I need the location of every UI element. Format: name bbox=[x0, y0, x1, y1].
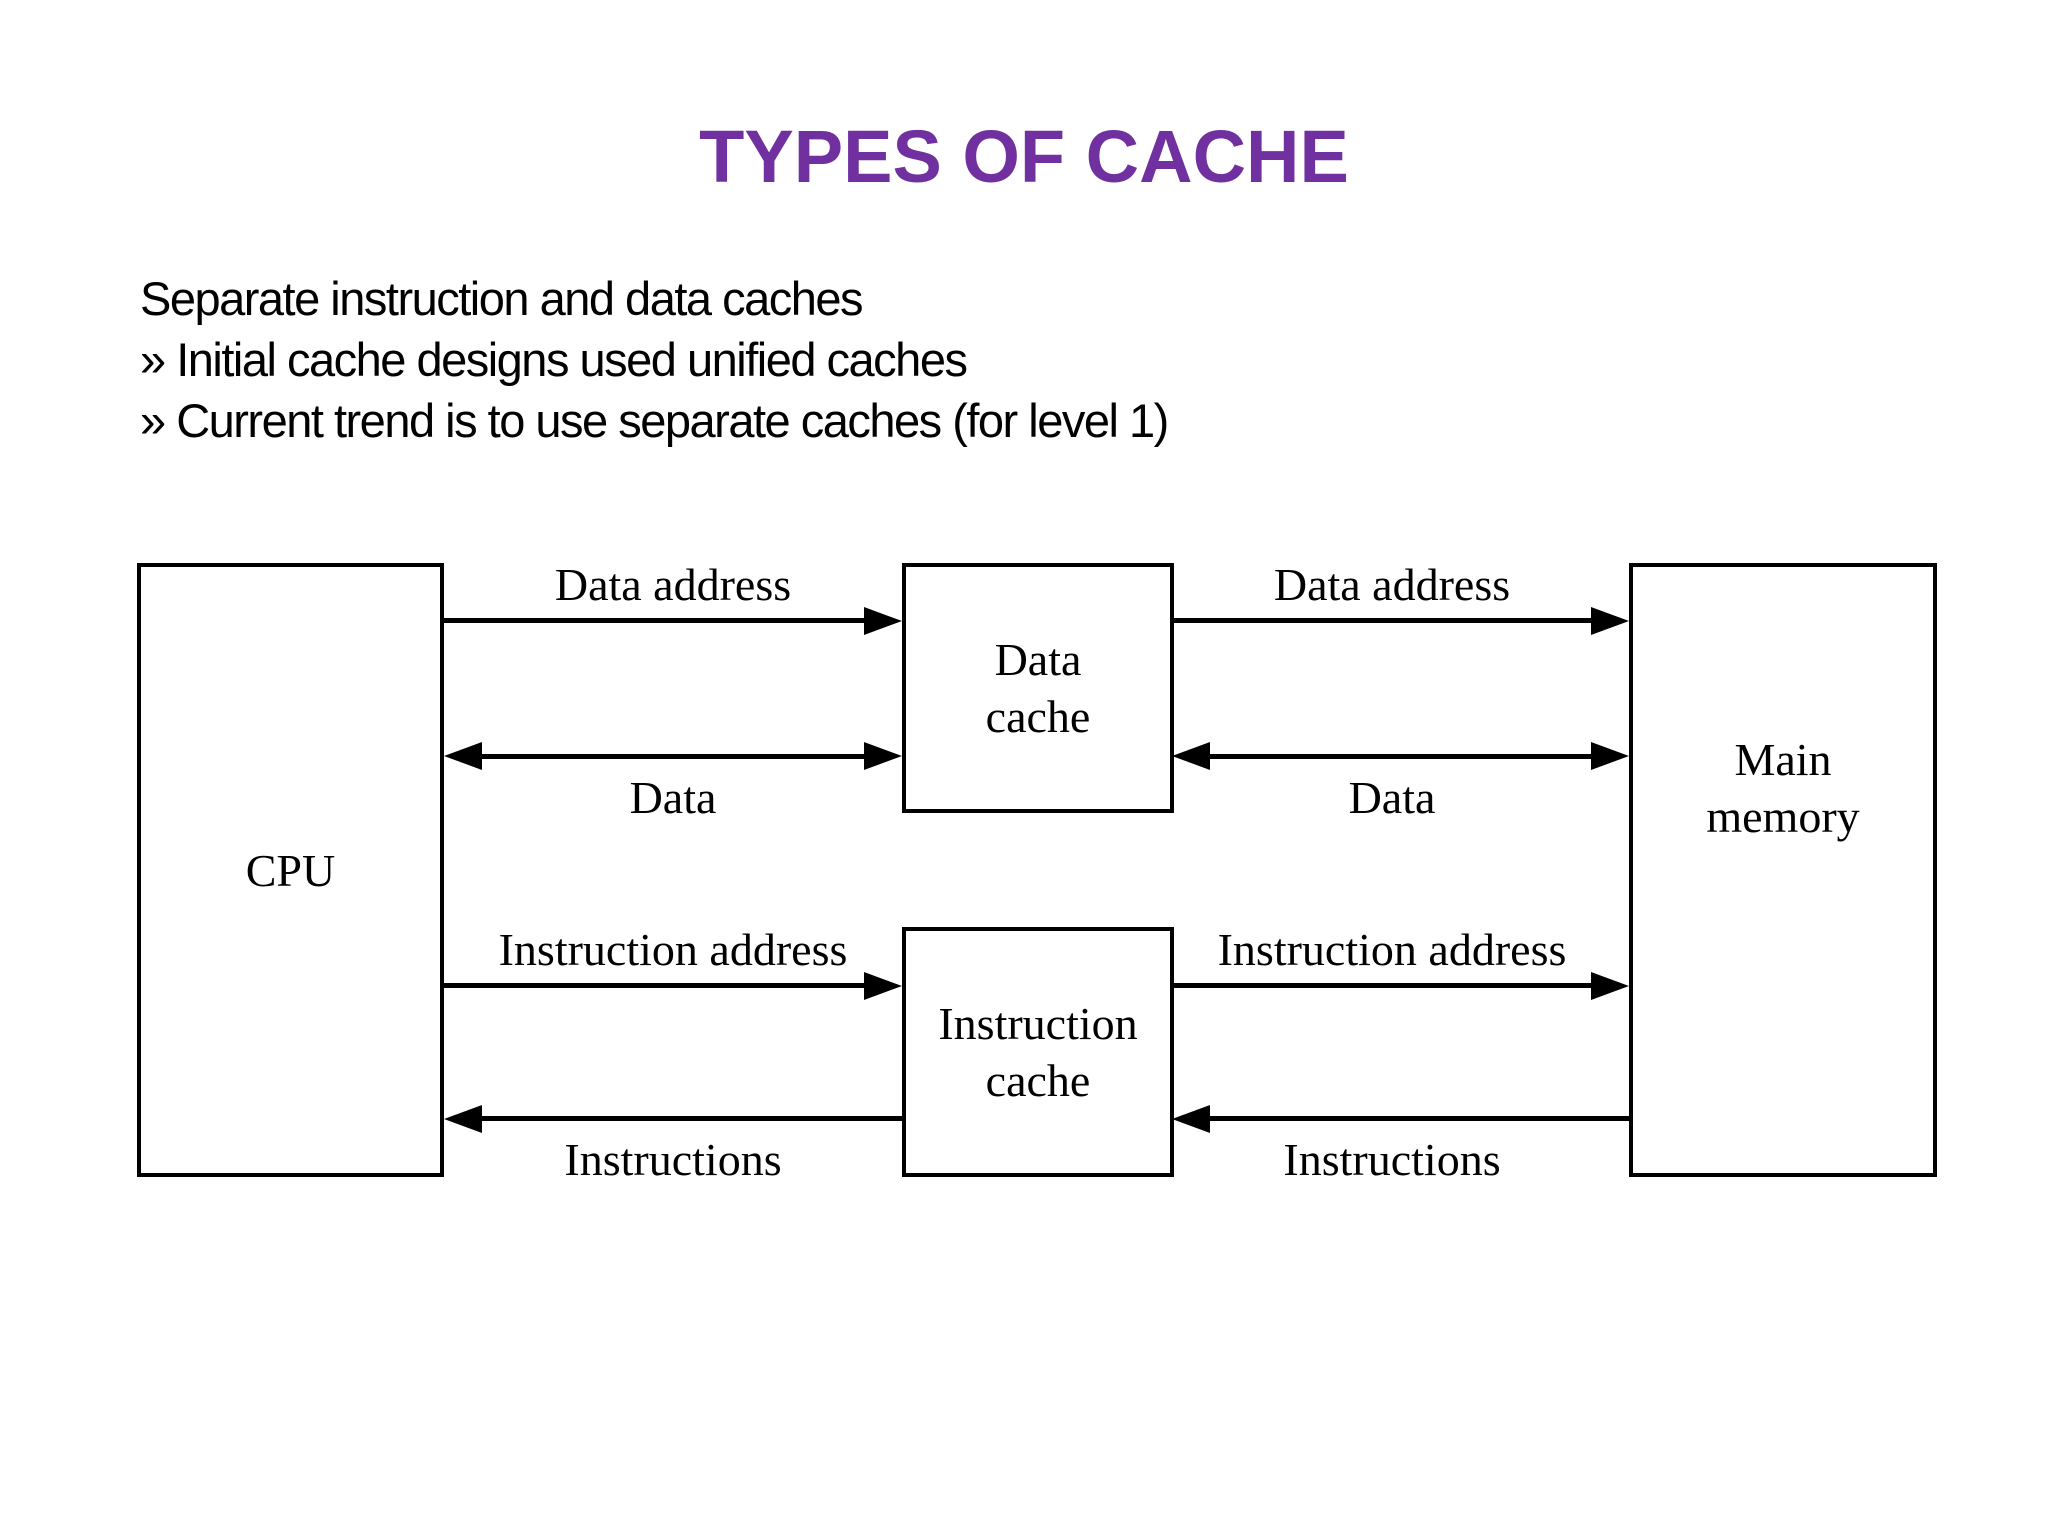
arrowhead-left-instructions-right bbox=[1172, 1105, 1210, 1133]
arrowhead-left-data-left bbox=[444, 742, 482, 770]
data-cache-box: Data cache bbox=[902, 563, 1174, 813]
arrow-line-instruction-address-right bbox=[1172, 983, 1595, 988]
data-cache-box-label-line1: Data bbox=[994, 634, 1082, 685]
arrow-line-data-left bbox=[478, 754, 868, 759]
main-memory-box-label-line1: Main bbox=[1734, 734, 1832, 785]
bullet-line-2: » Initial cache designs used unified cac… bbox=[140, 333, 968, 386]
arrowhead-right-instruction-address-left bbox=[864, 972, 902, 1000]
instruction-cache-box: Instruction cache bbox=[902, 927, 1174, 1177]
main-memory-box-label-line2: memory bbox=[1706, 791, 1860, 842]
arrow-line-instruction-address-left bbox=[444, 983, 868, 988]
arrow-line-data-address-right bbox=[1172, 618, 1595, 623]
bullet-line-3: » Current trend is to use separate cache… bbox=[140, 394, 1169, 447]
arrow-line-instructions-right bbox=[1206, 1116, 1629, 1121]
arrowhead-right-data-address-left bbox=[864, 607, 902, 635]
label-data-address-right: Data address bbox=[1273, 559, 1511, 610]
label-data-right: Data bbox=[1348, 772, 1436, 823]
label-instructions-right: Instructions bbox=[1283, 1134, 1501, 1185]
arrowhead-left-instructions-left bbox=[444, 1105, 482, 1133]
data-cache-box-label-line2: cache bbox=[985, 691, 1091, 742]
label-instruction-address-right: Instruction address bbox=[1217, 924, 1567, 975]
bullet-list: Separate instruction and data caches » I… bbox=[140, 268, 1169, 451]
label-instructions-left: Instructions bbox=[564, 1134, 782, 1185]
label-data-address-left: Data address bbox=[554, 559, 792, 610]
cpu-box: CPU bbox=[137, 563, 444, 1177]
arrowhead-right-data-address-right bbox=[1591, 607, 1629, 635]
arrowhead-right-data-left bbox=[864, 742, 902, 770]
bullet-line-1: Separate instruction and data caches bbox=[140, 272, 864, 325]
arrow-line-data-right bbox=[1206, 754, 1595, 759]
arrow-line-instructions-left bbox=[478, 1116, 902, 1121]
label-instruction-address-left: Instruction address bbox=[498, 924, 848, 975]
cpu-box-label: CPU bbox=[245, 844, 336, 896]
instruction-cache-box-label-line1: Instruction bbox=[938, 998, 1138, 1049]
slide-title: TYPES OF CACHE bbox=[699, 115, 1349, 198]
arrowhead-right-instruction-address-right bbox=[1591, 972, 1629, 1000]
main-memory-box: Main memory bbox=[1629, 563, 1937, 1177]
arrowhead-left-data-right bbox=[1172, 742, 1210, 770]
instruction-cache-box-label-line2: cache bbox=[985, 1055, 1091, 1106]
label-data-left: Data bbox=[629, 772, 717, 823]
arrow-line-data-address-left bbox=[444, 618, 868, 623]
arrowhead-right-data-right bbox=[1591, 742, 1629, 770]
